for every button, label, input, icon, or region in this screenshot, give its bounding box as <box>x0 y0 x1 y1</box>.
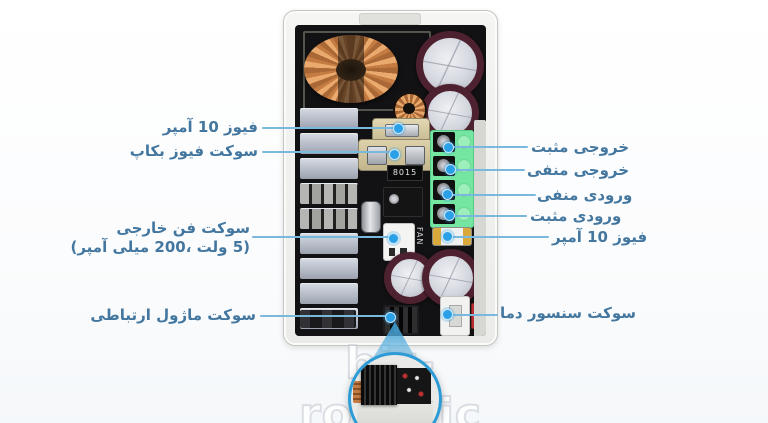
terminal-input-negative <box>430 178 474 202</box>
callout-dot <box>445 164 456 175</box>
power-module-photo: 8015 FAN <box>283 10 498 346</box>
bottom-connector-strip <box>300 310 356 328</box>
leader-line <box>262 127 394 129</box>
leader-line <box>452 314 498 316</box>
relay-row <box>300 183 358 204</box>
label-output-positive: خروجی مثبت <box>531 138 630 156</box>
diode-component: 8015 <box>387 165 423 181</box>
magnifier-callout <box>348 352 442 423</box>
label-input-negative: ورودی منفی <box>537 186 633 204</box>
label-fuse-10a-right: فیوز 10 آمپر <box>552 228 648 246</box>
callout-dot <box>443 142 454 153</box>
leader-line <box>252 236 389 238</box>
case-top-notch <box>359 13 421 25</box>
power-transistor <box>383 187 423 217</box>
callout-dot <box>442 309 453 320</box>
leader-line <box>453 146 528 148</box>
leader-line <box>452 236 549 238</box>
callout-dot <box>389 149 400 160</box>
module-closeup-heatsink <box>361 365 397 405</box>
label-backup-fuse-socket: سوکت فیوز بکاپ <box>129 142 258 160</box>
terminal-hole <box>457 135 471 149</box>
capacitor-bank-row <box>300 233 358 254</box>
pcb-board: 8015 FAN <box>295 25 486 336</box>
leader-line <box>260 315 386 317</box>
terminal-hole <box>457 207 471 221</box>
terminal-hole <box>457 183 471 197</box>
leader-line <box>455 169 525 171</box>
label-external-fan-socket-line1: سوکت فن خارجی <box>116 219 250 237</box>
leader-line <box>452 194 536 196</box>
callout-dot <box>444 210 455 221</box>
relay-row <box>300 208 358 229</box>
case-inner-wall <box>474 120 486 336</box>
label-input-positive: ورودی مثبت <box>530 207 622 225</box>
leader-line <box>454 215 527 217</box>
leader-line <box>262 151 390 153</box>
label-temp-sensor-socket: سوکت سنسور دما <box>500 304 636 322</box>
callout-dot <box>442 189 453 200</box>
module-closeup-coil <box>353 381 363 403</box>
label-comm-module-socket: سوکت ماژول ارتباطی <box>90 306 256 324</box>
capacitor-bank-row <box>300 108 358 129</box>
callout-dot <box>388 233 399 244</box>
small-capacitor <box>361 201 381 233</box>
callout-dot <box>393 123 404 134</box>
module-closeup-board <box>397 368 431 404</box>
label-output-negative: خروجی منفی <box>527 161 630 179</box>
capacitor-bank-row <box>300 158 358 179</box>
callout-dot <box>442 231 453 242</box>
fan-silkscreen-label: FAN <box>415 227 424 246</box>
label-fuse-10a-left: فیوز 10 آمپر <box>162 118 258 136</box>
label-external-fan-socket-line2: (5 ولت ،200 میلی آمپر) <box>70 238 251 256</box>
label-external-fan-socket: سوکت فن خارجی (5 ولت ،200 میلی آمپر) <box>28 219 251 257</box>
capacitor-bank <box>300 108 358 336</box>
capacitor-bank-row <box>300 283 358 304</box>
toroidal-inductor <box>304 35 398 103</box>
capacitor-bank-row <box>300 133 358 154</box>
callout-dot <box>385 312 396 323</box>
capacitor-bank-row <box>300 258 358 279</box>
